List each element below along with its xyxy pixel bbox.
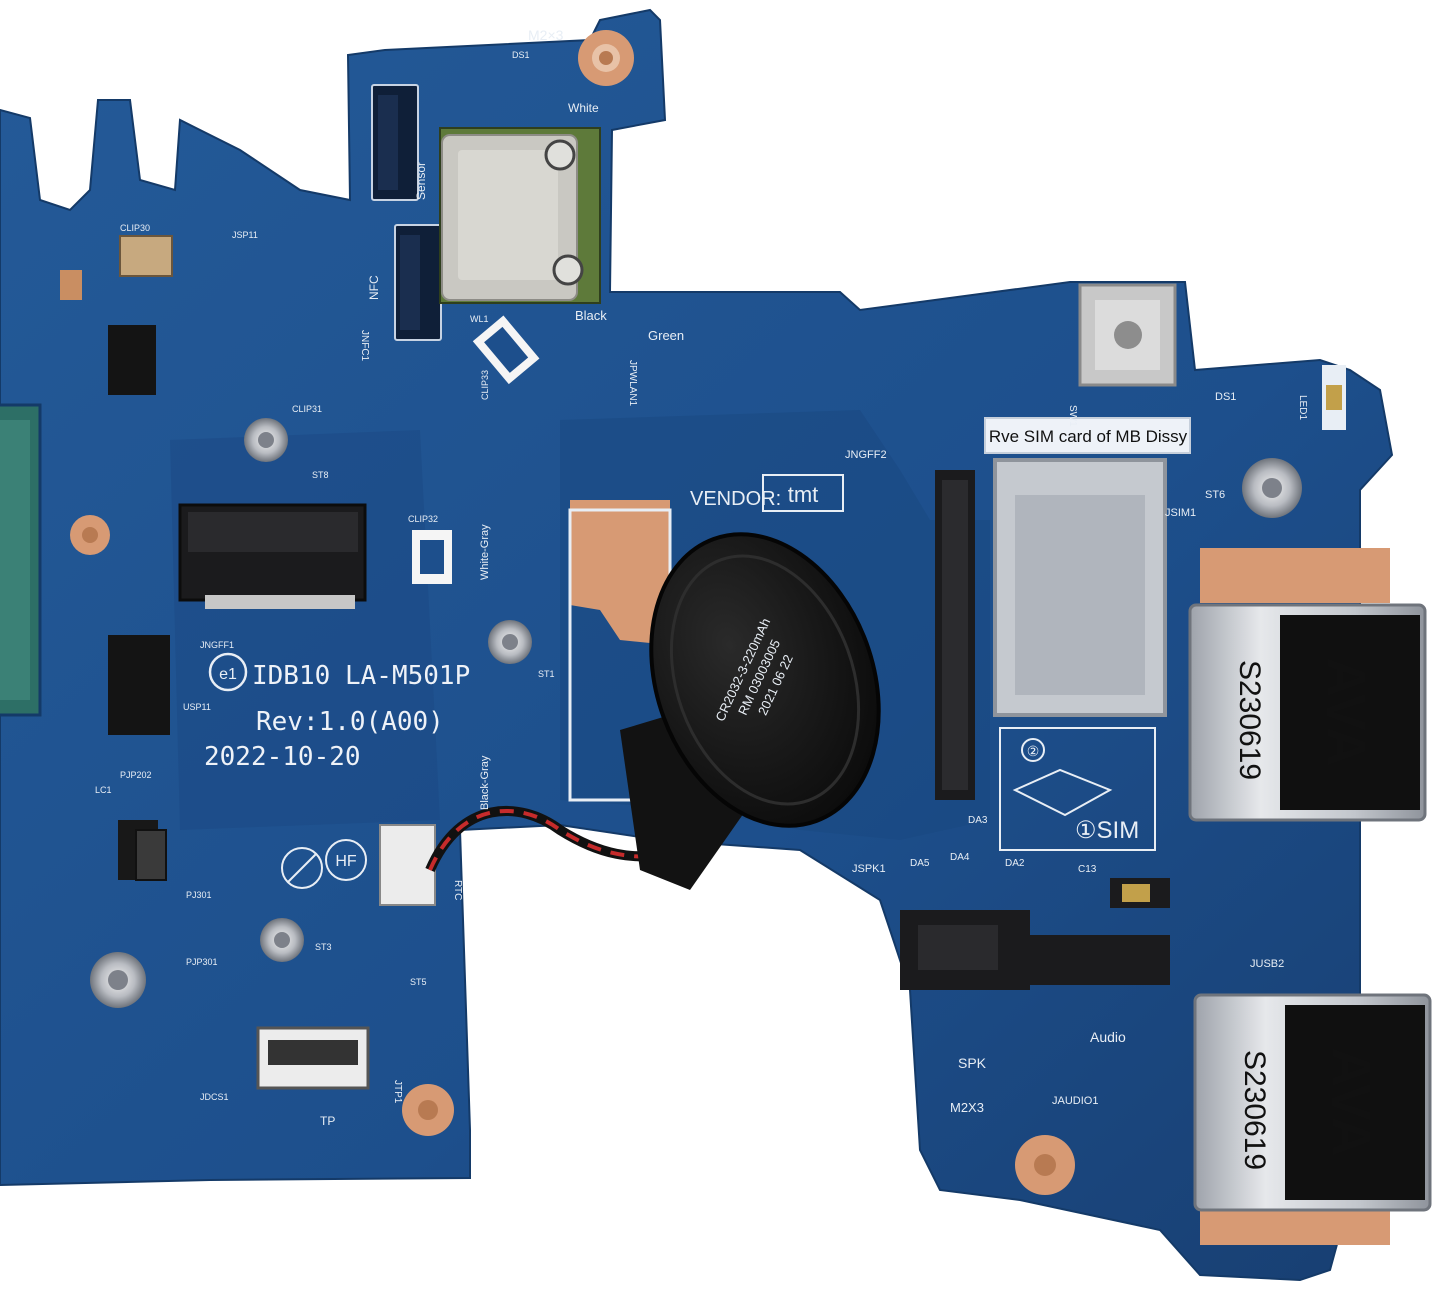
board-model: LA-M501P (345, 661, 470, 691)
label-jngff2: JNGFF2 (845, 449, 887, 461)
label-audio: Audio (1090, 1029, 1126, 1045)
label-jsp11: JSP11 (232, 230, 258, 240)
label-ds1-top: DS1 (512, 50, 530, 60)
vendor-label: VENDOR: (690, 488, 781, 510)
usb-port-1-label: S230619 (1233, 660, 1266, 780)
label-clip30: CLIP30 (120, 223, 150, 233)
vendor-value: tmt (788, 482, 819, 507)
label-st5: ST5 (410, 977, 427, 987)
board-id: IDB10 (252, 661, 330, 691)
label-pj301: PJ301 (186, 890, 212, 900)
label-white: White (568, 101, 599, 115)
label-jspk1: JSPK1 (852, 863, 886, 875)
label-white-gray: White-Gray (479, 524, 491, 580)
label-pjp301: PJP301 (186, 957, 218, 967)
sim-step-2: ② (1027, 743, 1040, 759)
sim-diagram: ② ①SIM (999, 727, 1156, 851)
label-black-gray: Black-Gray (479, 755, 491, 810)
board-id-block: e1 IDB10 LA-M501P Rev:1.0(A00) 2022-10-2… (204, 652, 470, 772)
label-jpwlan1: JPWLAN1 (627, 360, 638, 407)
label-jusb2: JUSB2 (1250, 958, 1284, 970)
sim-notice-box (984, 417, 1191, 454)
label-da4: DA4 (950, 852, 970, 863)
label-st3: ST3 (315, 942, 332, 952)
label-usp11: USP11 (183, 702, 211, 712)
label-st6: ST6 (1205, 489, 1225, 501)
e1-mark: e1 (219, 666, 237, 683)
label-black: Black (575, 308, 607, 323)
label-da2: DA2 (1005, 858, 1025, 869)
label-nfc: NFC (367, 275, 381, 300)
label-jnfc1: JNFC1 (359, 330, 370, 362)
label-hf: HF (335, 853, 357, 870)
copper-pad-center (570, 500, 670, 645)
usb1-code: S230619 (1233, 660, 1266, 780)
label-jsim1: JSIM1 (1165, 507, 1196, 519)
label-led1: LED1 (1297, 395, 1308, 420)
label-rtc: RTC (452, 880, 463, 900)
usb2-code: S230619 (1238, 1050, 1271, 1170)
sim-step-1: ①SIM (1075, 817, 1139, 844)
label-da3: DA3 (968, 815, 988, 826)
label-st1: ST1 (538, 669, 555, 679)
label-ds1: DS1 (1215, 391, 1236, 403)
chip-2 (108, 635, 170, 735)
label-sensor: Sensor (414, 162, 428, 200)
label-spk: SPK (958, 1055, 987, 1071)
label-sw1: SW1 (1067, 405, 1078, 427)
capacitor-tan (119, 235, 173, 277)
rtc-connector (379, 824, 436, 906)
label-lc1: LC1 (95, 785, 112, 795)
label-clip31: CLIP31 (292, 404, 322, 414)
label-jngff1: JNGFF1 (200, 640, 234, 650)
label-jaudio1: JAUDIO1 (1052, 1095, 1098, 1107)
label-st8: ST8 (312, 470, 329, 480)
inductor (135, 829, 167, 881)
antenna-connector-black (552, 254, 584, 286)
label-green: Green (648, 328, 684, 343)
sim-notice: Rve SIM card of MB Dissy (989, 427, 1188, 446)
label-jdcs1: JDCS1 (200, 1092, 229, 1102)
label-m2x3-bottom: M2X3 (950, 1100, 984, 1115)
label-wl1: WL1 (470, 314, 489, 324)
usb-port-2-label: S230619 (1238, 1050, 1271, 1170)
label-c13: C13 (1078, 864, 1097, 875)
label-tp: TP (320, 1114, 335, 1128)
rtc-battery (620, 532, 881, 890)
label-clip32: CLIP32 (408, 514, 438, 524)
audio-connector (1030, 935, 1170, 985)
clip33 (472, 315, 540, 385)
antenna-connector-white (544, 139, 576, 171)
chip-1 (108, 325, 156, 395)
usb1-brand: AVA (1315, 657, 1378, 767)
usb2-brand: AVA (1320, 1047, 1383, 1157)
label-pjp202: PJP202 (120, 770, 152, 780)
pb-free-mark (287, 853, 317, 883)
label-m2x3-top: M2×3 (528, 27, 564, 43)
label-clip33: CLIP33 (480, 370, 490, 400)
board-date: 2022-10-20 (204, 742, 361, 772)
board-revision: Rev:1.0(A00) (256, 707, 444, 737)
label-da5: DA5 (910, 858, 930, 869)
label-jtp1: JTP1 (392, 1080, 403, 1104)
